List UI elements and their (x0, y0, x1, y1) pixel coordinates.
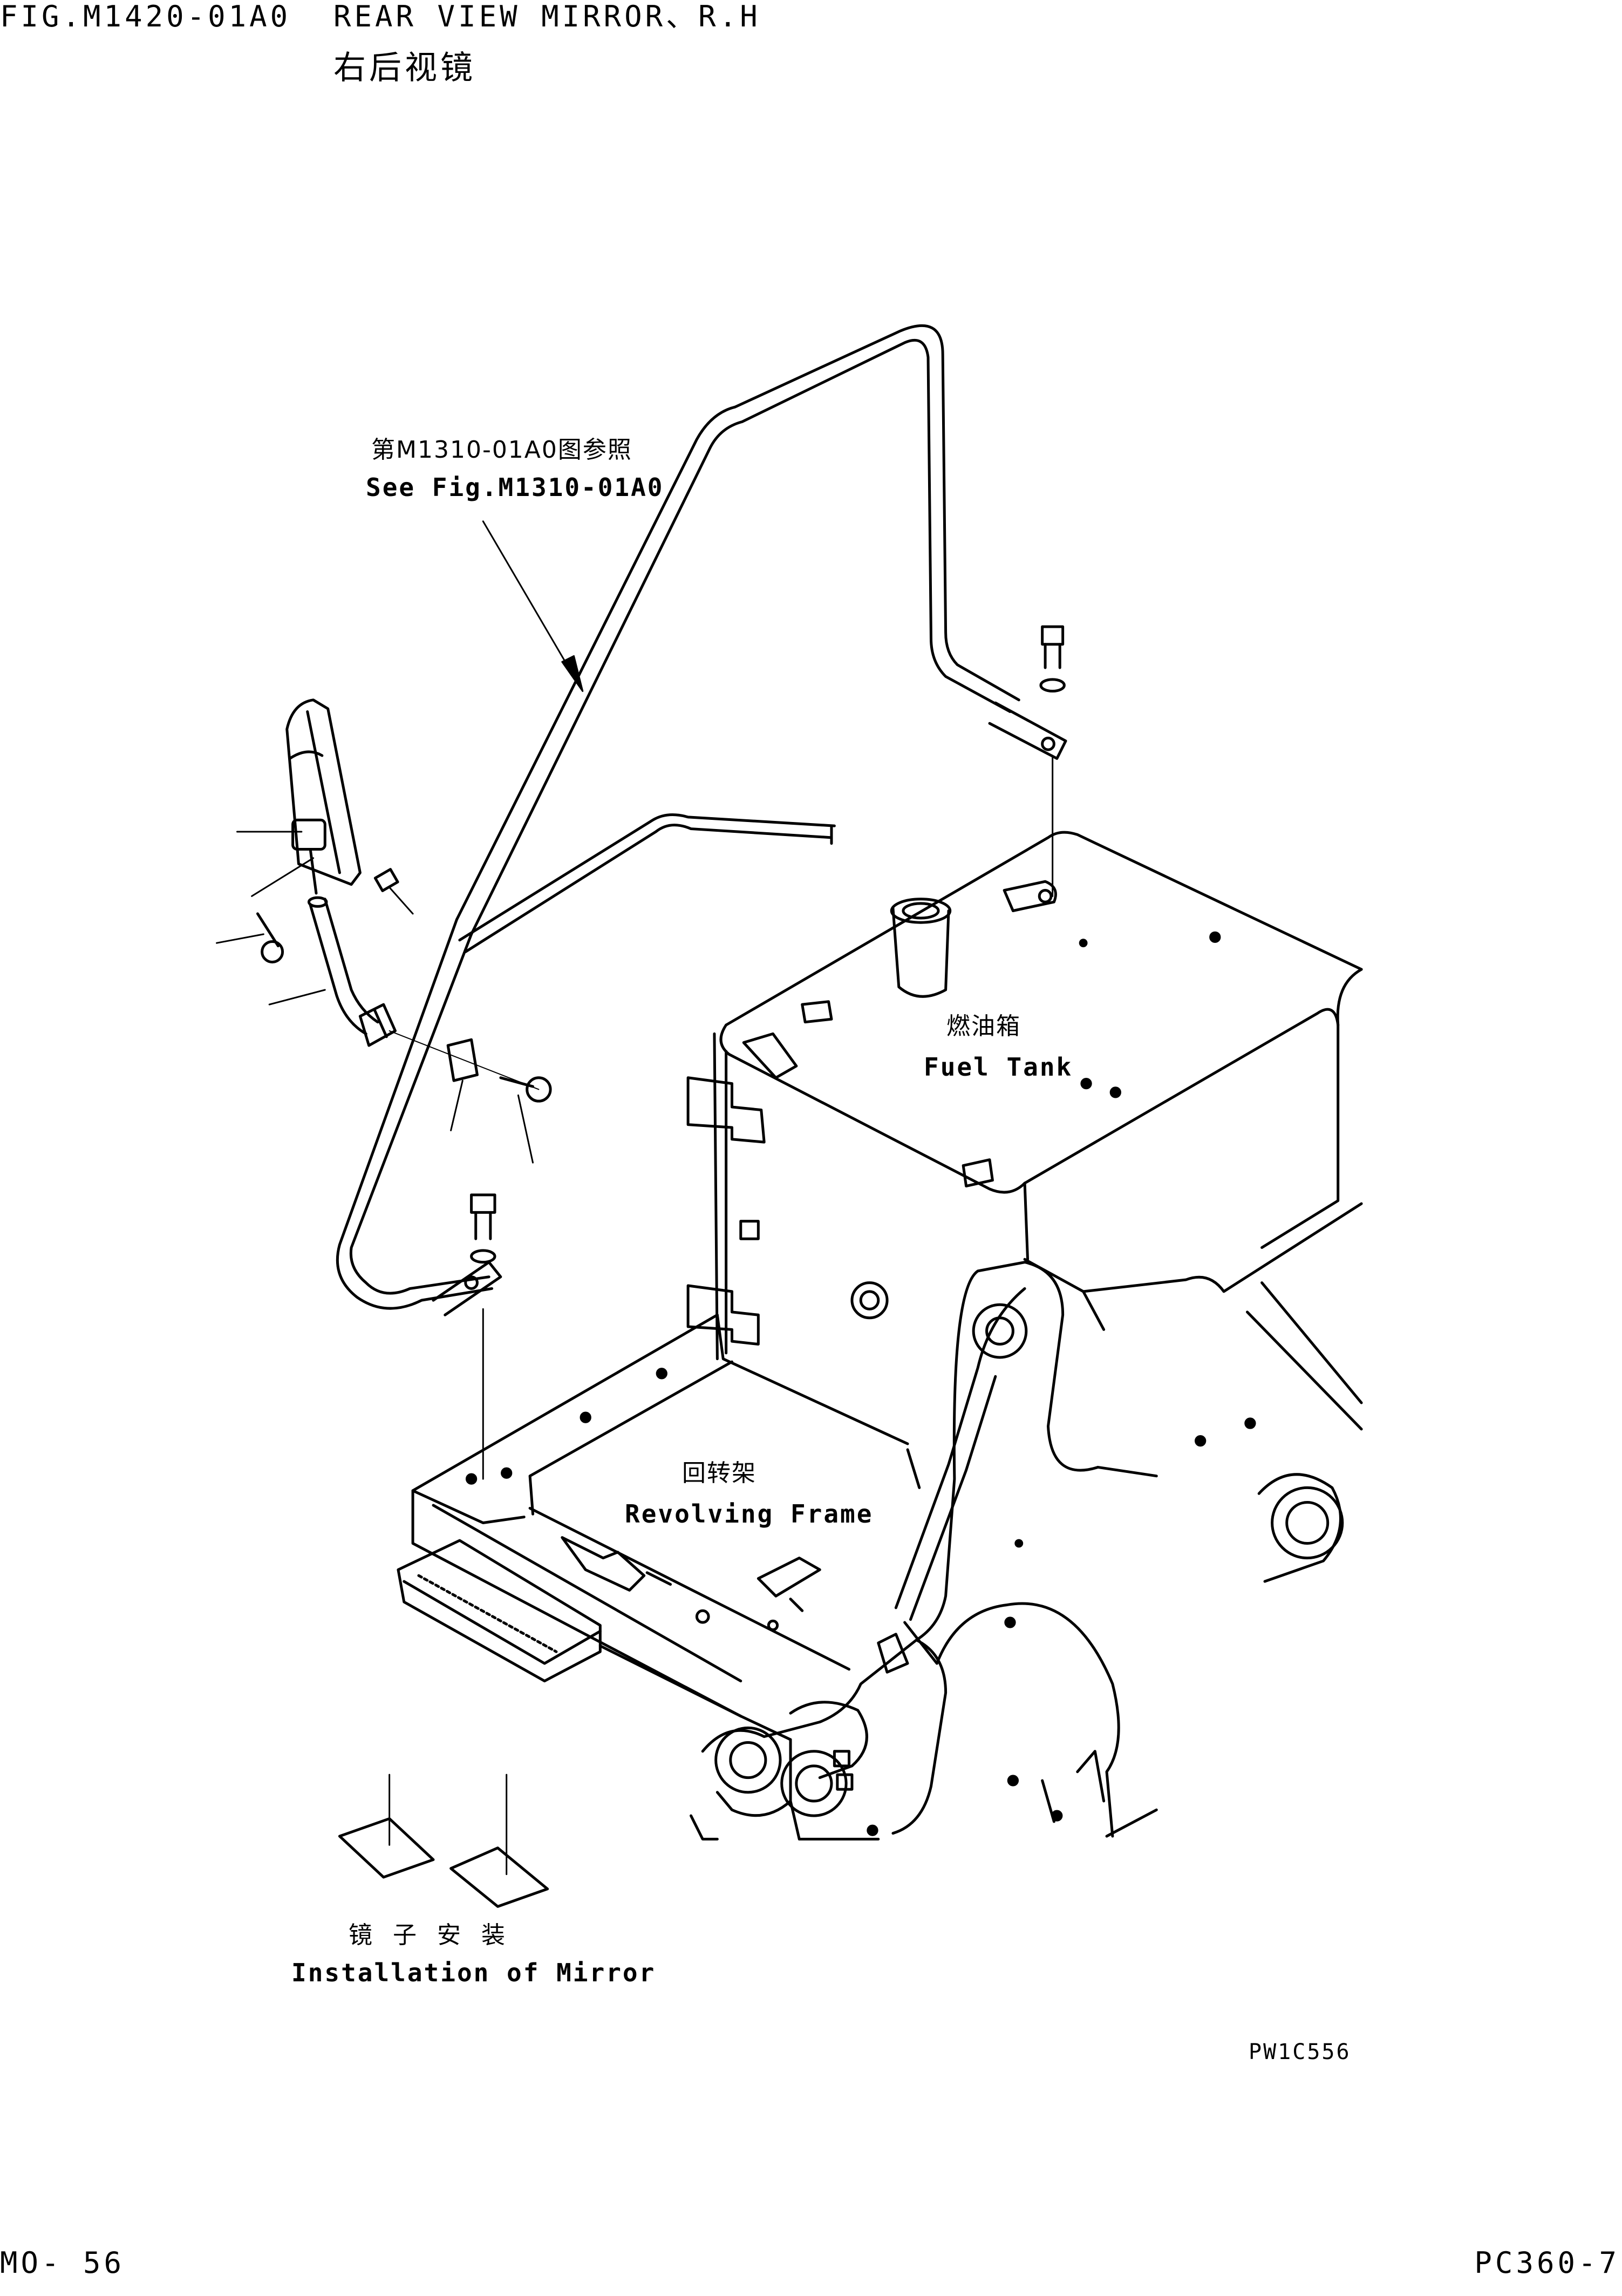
revolving-frame (398, 1204, 1361, 1839)
figure-number: FIG.M1420-01A0 (0, 0, 291, 33)
upper-bolt (1041, 627, 1064, 896)
installation-views (339, 1819, 547, 1907)
lower-bolt (472, 1195, 495, 1479)
see-fig-label: See Fig.M1310-01A0 (366, 473, 664, 502)
installation-label: Installation of Mirror (291, 1958, 656, 1987)
handrail (337, 325, 1066, 1315)
figure-title: REAR VIEW MIRROR、R.H (333, 0, 761, 33)
figure-title-cn: 右后视镜 (333, 49, 476, 87)
drawing-code: PW1C556 (1249, 2040, 1351, 2064)
see-fig-cn-label: 第M1310-01A0图参照 (371, 436, 632, 464)
revolving-frame-cn-label: 回转架 (682, 1459, 757, 1487)
fuel-tank-label: Fuel Tank (924, 1052, 1073, 1082)
page-number: MO- 56 (0, 2246, 125, 2280)
leader-lines (217, 521, 583, 1874)
fuel-tank-cn-label: 燃油箱 (946, 1013, 1021, 1040)
fuel-tank (688, 832, 1361, 1359)
mirror-assembly (257, 700, 550, 1101)
revolving-frame-label: Revolving Frame (625, 1499, 874, 1529)
model-number: PC360-7 (1474, 2246, 1620, 2280)
installation-cn-label: 镜 子 安 装 (349, 1921, 512, 1949)
